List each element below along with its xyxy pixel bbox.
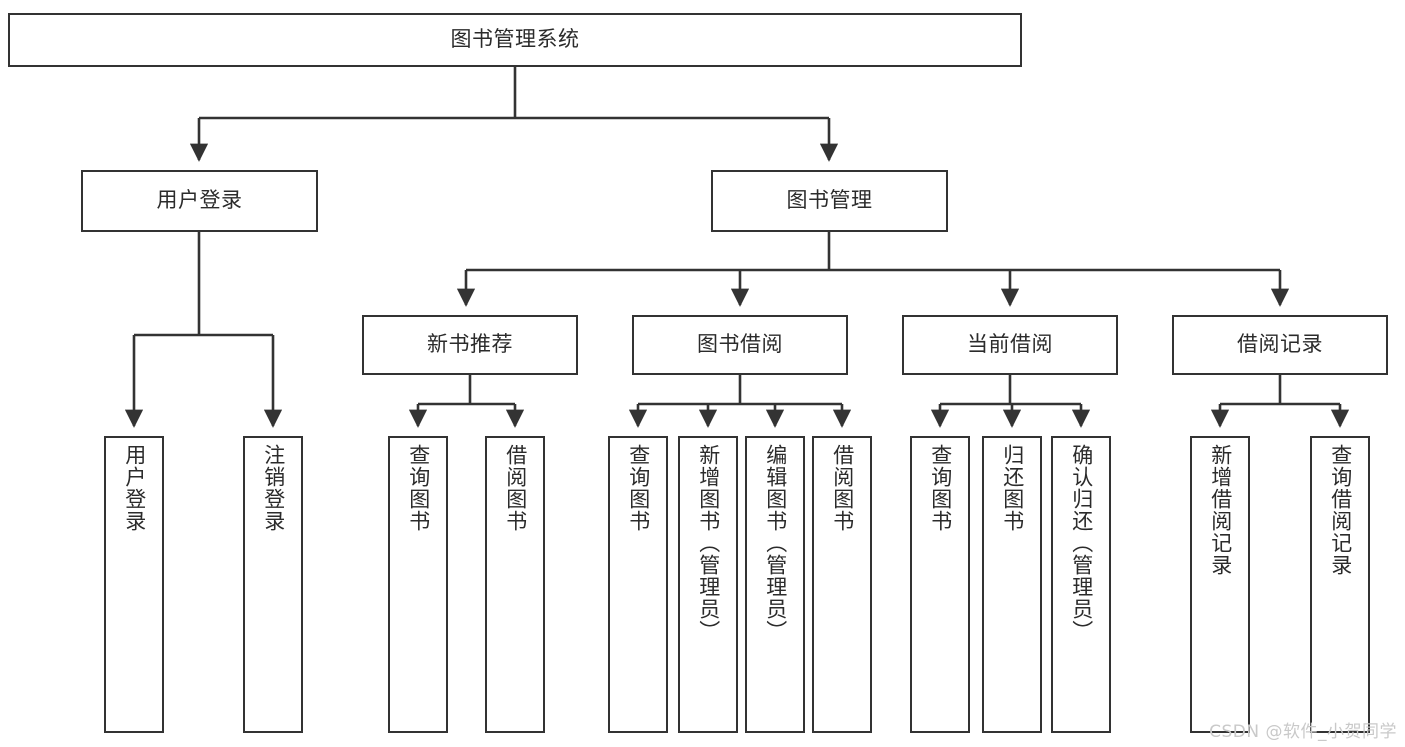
node-leaf-add-book[interactable]: 新增图书（管理员）	[678, 436, 738, 733]
node-leaf-edit-book[interactable]: 编辑图书（管理员）	[745, 436, 805, 733]
node-leaf-borrow-book-2-label: 借阅图书	[830, 444, 855, 532]
node-user-login[interactable]: 用户登录	[81, 170, 318, 232]
node-leaf-add-book-label: 新增图书（管理员）	[696, 444, 721, 642]
node-book-manage[interactable]: 图书管理	[711, 170, 948, 232]
node-leaf-confirm-return[interactable]: 确认归还（管理员）	[1051, 436, 1111, 733]
node-leaf-logout[interactable]: 注销登录	[243, 436, 303, 733]
node-leaf-add-record-label: 新增借阅记录	[1208, 444, 1233, 576]
node-leaf-query-book-3[interactable]: 查询图书	[910, 436, 970, 733]
node-leaf-borrow-book-1[interactable]: 借阅图书	[485, 436, 545, 733]
node-leaf-borrow-book-1-label: 借阅图书	[503, 444, 528, 532]
node-leaf-query-record[interactable]: 查询借阅记录	[1310, 436, 1370, 733]
node-new-book-rec[interactable]: 新书推荐	[362, 315, 578, 375]
node-borrow-record-label: 借阅记录	[1237, 332, 1323, 357]
node-book-borrow-label: 图书借阅	[697, 332, 783, 357]
node-leaf-borrow-book-2[interactable]: 借阅图书	[812, 436, 872, 733]
node-new-book-rec-label: 新书推荐	[427, 332, 513, 357]
node-leaf-edit-book-label: 编辑图书（管理员）	[763, 444, 788, 642]
node-user-login-label: 用户登录	[156, 188, 243, 213]
node-leaf-query-book-1-label: 查询图书	[406, 444, 431, 532]
node-leaf-query-record-label: 查询借阅记录	[1328, 444, 1353, 576]
node-leaf-logout-label: 注销登录	[261, 444, 286, 532]
node-borrow-record[interactable]: 借阅记录	[1172, 315, 1388, 375]
node-leaf-user-login[interactable]: 用户登录	[104, 436, 164, 733]
node-leaf-query-book-2-label: 查询图书	[626, 444, 651, 532]
node-leaf-query-book-1[interactable]: 查询图书	[388, 436, 448, 733]
node-book-borrow[interactable]: 图书借阅	[632, 315, 848, 375]
node-leaf-query-book-2[interactable]: 查询图书	[608, 436, 668, 733]
node-leaf-return-book[interactable]: 归还图书	[982, 436, 1042, 733]
node-leaf-user-login-label: 用户登录	[122, 444, 147, 532]
node-root[interactable]: 图书管理系统	[8, 13, 1022, 67]
node-leaf-query-book-3-label: 查询图书	[928, 444, 953, 532]
node-current-borrow-label: 当前借阅	[967, 332, 1053, 357]
node-leaf-confirm-return-label: 确认归还（管理员）	[1069, 444, 1094, 642]
watermark: CSDN @软件_小贺同学	[1209, 722, 1397, 742]
node-book-manage-label: 图书管理	[786, 188, 873, 213]
node-root-label: 图书管理系统	[450, 27, 580, 52]
node-current-borrow[interactable]: 当前借阅	[902, 315, 1118, 375]
node-leaf-return-book-label: 归还图书	[1000, 444, 1025, 532]
node-leaf-add-record[interactable]: 新增借阅记录	[1190, 436, 1250, 733]
